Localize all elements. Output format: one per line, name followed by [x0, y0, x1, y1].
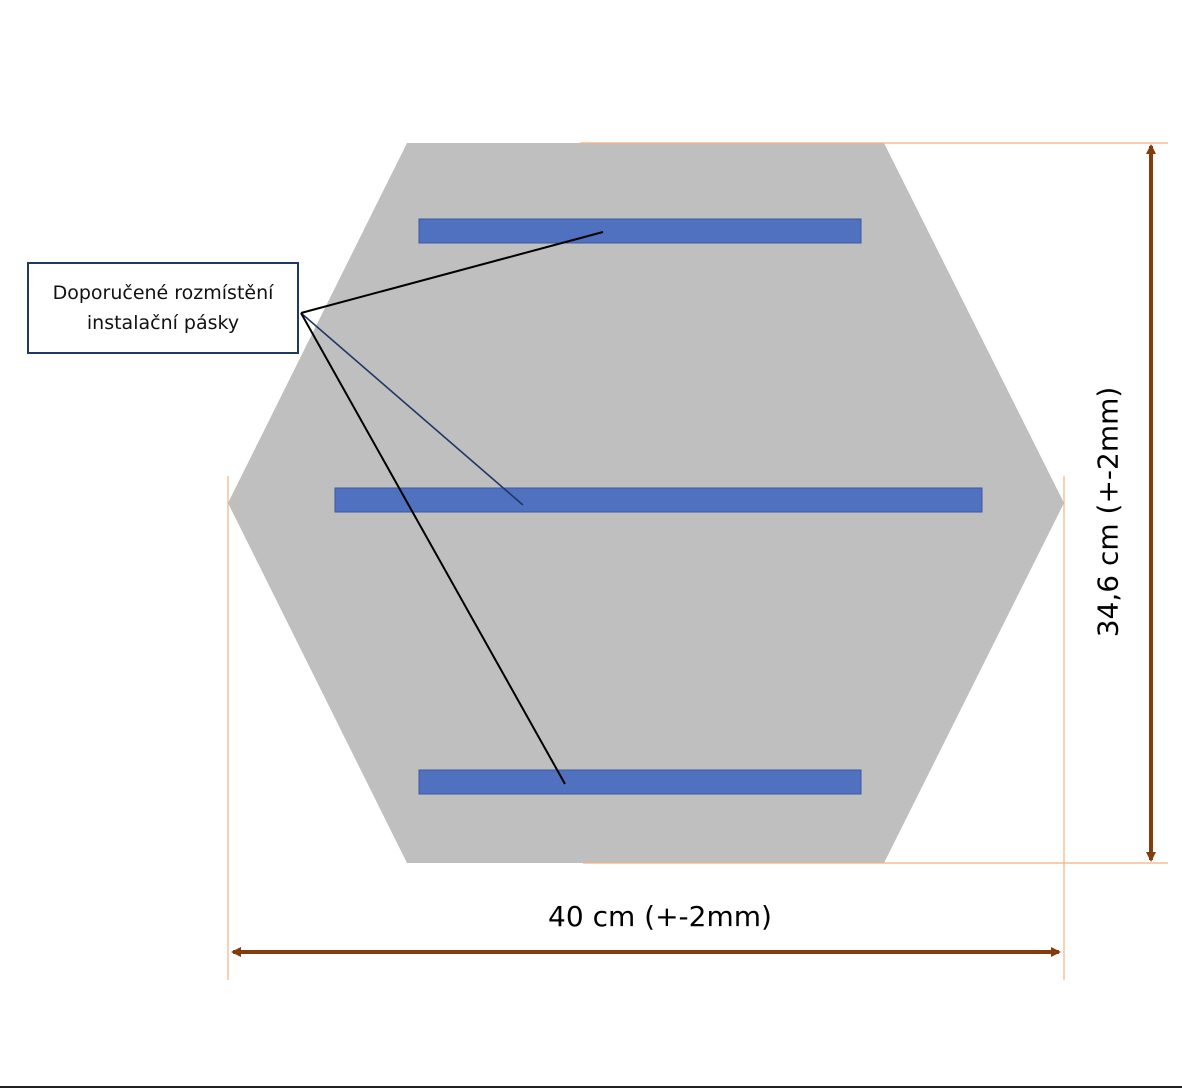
bottom-divider — [0, 1086, 1182, 1088]
tape-strip-bottom — [418, 769, 862, 795]
leader-line-bottom — [300, 312, 566, 785]
leader-line-middle — [300, 312, 524, 506]
tape-strip-top — [418, 218, 862, 244]
callout-line-1: Doporučené rozmístění — [52, 282, 274, 304]
height-dimension-label: 34,6 cm (+-2mm) — [1091, 386, 1125, 638]
callout-box: Doporučené rozmístění instalační pásky — [27, 262, 299, 354]
callout-line-2: instalační pásky — [86, 312, 240, 334]
width-dimension-label: 40 cm (+-2mm) — [548, 900, 772, 933]
tape-strip-middle — [334, 487, 983, 513]
leader-line-top — [300, 231, 604, 314]
